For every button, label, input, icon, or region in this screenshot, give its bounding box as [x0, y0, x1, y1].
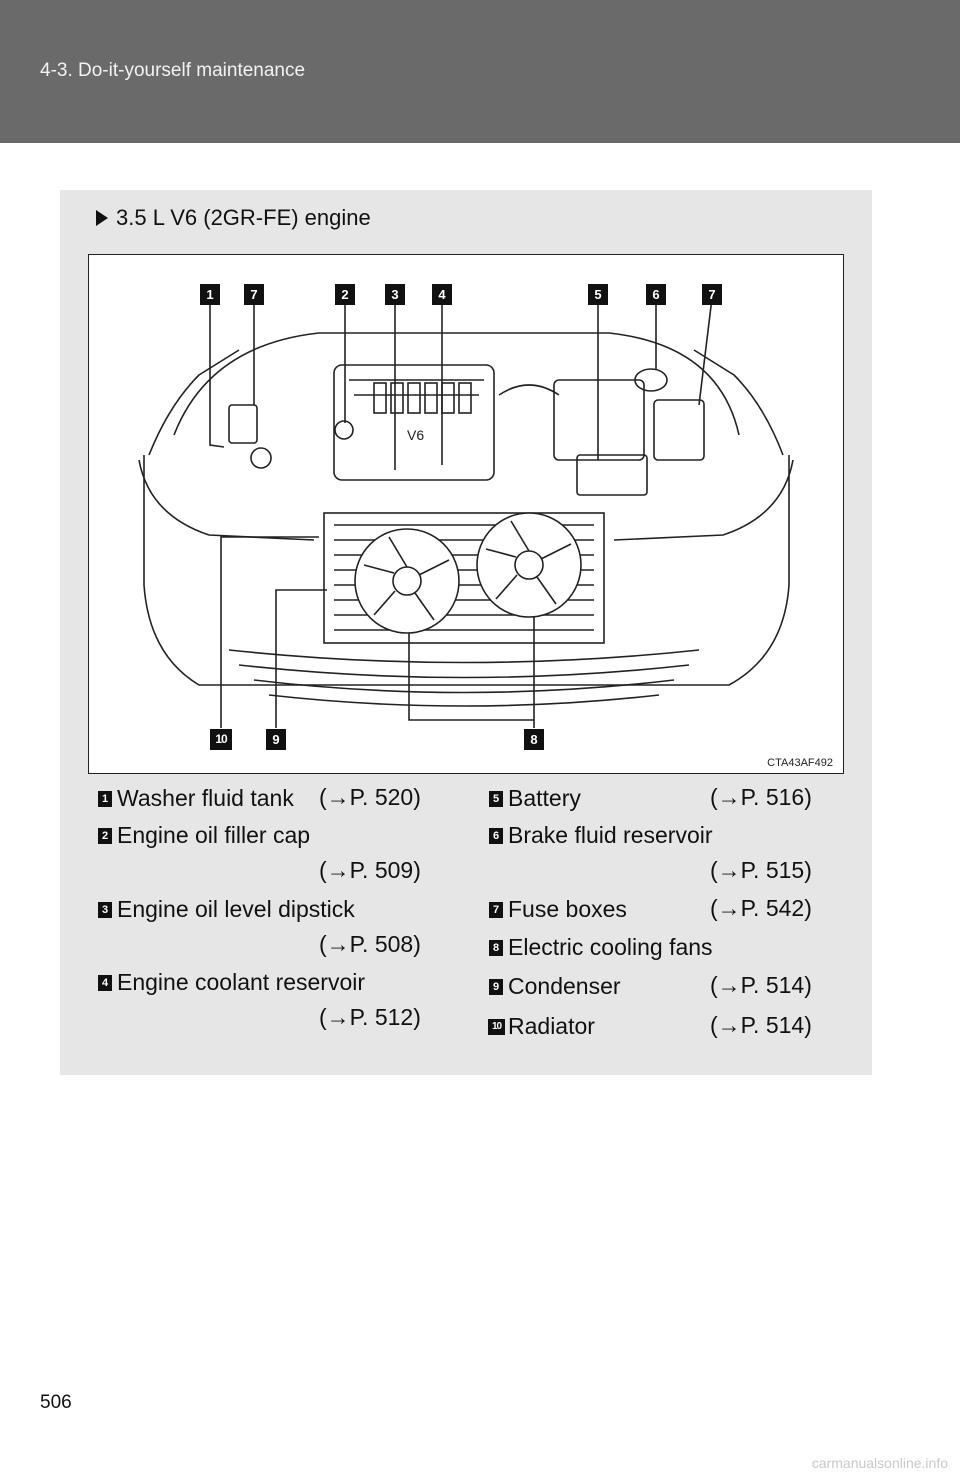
- legend-ref-engine-coolant-reservoir: (→P. 512): [319, 1004, 421, 1030]
- callout-6: 6: [646, 284, 666, 305]
- callout-10: 10: [210, 729, 232, 750]
- engine-heading: 3.5 L V6 (2GR-FE) engine: [96, 205, 371, 231]
- legend-badge-8: 8: [489, 940, 503, 956]
- callout-1: 1: [200, 284, 220, 305]
- legend-badge-1: 1: [98, 791, 112, 807]
- legend-label-condenser: Condenser: [508, 973, 621, 999]
- legend-label-brake-fluid-reservoir: Brake fluid reservoir: [508, 822, 713, 848]
- fuse-box-left: [228, 404, 258, 444]
- front-grille: [228, 649, 700, 707]
- callout-8: 8: [524, 729, 544, 750]
- legend-badge-10: 10: [488, 1019, 505, 1035]
- fuse-box-right: [653, 399, 705, 461]
- battery: [576, 454, 648, 496]
- oil-filler-cap: [334, 420, 354, 440]
- left-fender: [148, 349, 240, 456]
- section-title: 4-3. Do-it-yourself maintenance: [40, 60, 306, 81]
- engine-illustration: V6: [138, 297, 794, 728]
- legend-label-fuse-boxes: Fuse boxes: [508, 896, 627, 922]
- callout-7a: 7: [244, 284, 264, 305]
- air-box: [553, 379, 645, 461]
- right-headlight: [613, 459, 794, 541]
- callout-4: 4: [432, 284, 452, 305]
- legend-ref-engine-oil-filler-cap: (→P. 509): [319, 857, 421, 883]
- engine-diagram: V6: [88, 254, 844, 774]
- callout-9: 9: [266, 729, 286, 750]
- callout-2: 2: [335, 284, 355, 305]
- cooling-fan-right: [476, 512, 582, 618]
- left-headlight: [138, 459, 315, 541]
- legend-ref-battery: (→P. 516): [710, 784, 812, 810]
- callout-7b: 7: [702, 284, 722, 305]
- legend-badge-7: 7: [489, 902, 503, 918]
- engine-heading-text: 3.5 L V6 (2GR-FE) engine: [116, 205, 371, 230]
- legend-label-radiator: Radiator: [508, 1013, 595, 1039]
- legend-label-electric-cooling-fans: Electric cooling fans: [508, 934, 713, 960]
- legend-label-battery: Battery: [508, 785, 581, 811]
- legend-badge-9: 9: [489, 979, 503, 995]
- page-header: 4-3. Do-it-yourself maintenance: [0, 0, 960, 143]
- legend-ref-radiator: (→P. 514): [710, 1012, 812, 1038]
- legend-badge-3: 3: [98, 902, 112, 918]
- callout-3: 3: [385, 284, 405, 305]
- legend-badge-4: 4: [98, 975, 112, 991]
- cooling-fan-left: [354, 528, 460, 634]
- legend-badge-6: 6: [489, 828, 503, 844]
- brake-reservoir: [634, 368, 668, 392]
- legend-label-engine-oil-level-dipstick: Engine oil level dipstick: [117, 896, 355, 922]
- legend-badge-5: 5: [489, 791, 503, 807]
- radiator: [323, 512, 605, 644]
- svg-text:V6: V6: [407, 427, 424, 443]
- legend-badge-2: 2: [98, 828, 112, 844]
- legend-ref-fuse-boxes: (→P. 542): [710, 895, 812, 921]
- figure-code: CTA43AF492: [767, 757, 833, 769]
- page-number: 506: [40, 1392, 72, 1413]
- legend-ref-engine-oil-level-dipstick: (→P. 508): [319, 931, 421, 957]
- legend-label-engine-oil-filler-cap: Engine oil filler cap: [117, 822, 311, 848]
- legend-ref-washer-fluid-tank: (→P. 520): [319, 784, 421, 810]
- callout-5: 5: [588, 284, 608, 305]
- legend-ref-condenser: (→P. 514): [710, 972, 812, 998]
- legend-ref-brake-fluid-reservoir: (→P. 515): [710, 857, 812, 883]
- legend-label-engine-coolant-reservoir: Engine coolant reservoir: [117, 969, 366, 995]
- triangle-bullet-icon: [96, 210, 108, 226]
- hood-outline: [173, 332, 740, 436]
- watermark: carmanualsonline.info: [811, 1455, 948, 1471]
- washer-cap: [250, 447, 272, 469]
- right-fender: [693, 349, 784, 456]
- front-bumper: [143, 455, 790, 686]
- engine-cover: [333, 364, 495, 481]
- legend-label-washer-fluid-tank: Washer fluid tank: [117, 785, 294, 811]
